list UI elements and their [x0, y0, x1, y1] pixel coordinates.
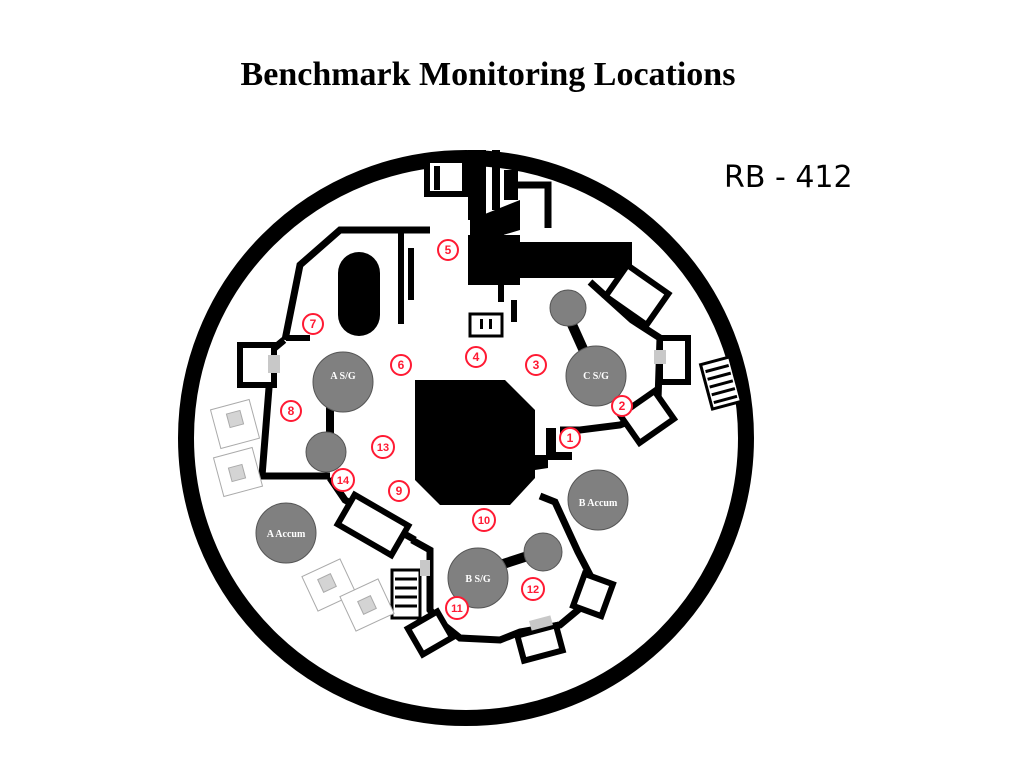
tanks	[255, 289, 629, 609]
svg-text:4: 4	[473, 350, 480, 364]
svg-text:8: 8	[288, 404, 295, 418]
svg-text:1: 1	[567, 431, 574, 445]
a-sg-label: A S/G	[330, 371, 356, 382]
a-sg-pump	[305, 431, 347, 473]
c-sg-label: C S/G	[583, 371, 609, 382]
marker-13: 13	[371, 435, 395, 459]
floor-tiles	[209, 398, 395, 632]
marker-1: 1	[559, 427, 581, 449]
c-sg-tank	[565, 345, 627, 407]
cabinet-lower	[390, 568, 422, 620]
a-accum-label: A Accum	[267, 529, 306, 540]
svg-text:12: 12	[527, 584, 539, 596]
c-loop-walls	[546, 260, 691, 460]
marker-2: 2	[611, 395, 633, 417]
marker-8: 8	[280, 400, 302, 422]
b-sg-pump	[523, 532, 563, 572]
a-sg-tank	[312, 351, 374, 413]
svg-text:10: 10	[478, 515, 490, 527]
marker-6: 6	[390, 354, 412, 376]
svg-text:3: 3	[533, 358, 540, 372]
benchmark-markers: 1 2 3 4 5 6 7 8 9 10 11 12 13 14	[280, 239, 633, 620]
svg-text:9: 9	[396, 484, 403, 498]
instrument-box	[468, 312, 504, 338]
drawing-id: RB - 412	[724, 160, 853, 195]
b-sg-tank	[447, 547, 509, 609]
marker-4: 4	[465, 346, 487, 368]
left-walls	[237, 226, 430, 480]
b-accum-tank	[567, 469, 629, 531]
svg-text:14: 14	[337, 475, 350, 487]
svg-text:13: 13	[377, 442, 389, 454]
top-structures	[424, 150, 632, 322]
b-sg-label: B S/G	[465, 574, 491, 585]
cabinet-right	[698, 355, 744, 411]
marker-14: 14	[331, 468, 355, 492]
b-accum-label: B Accum	[579, 498, 618, 509]
reactor-core	[415, 380, 548, 505]
c-sg-pump	[549, 289, 587, 327]
svg-text:2: 2	[619, 399, 626, 413]
svg-text:5: 5	[445, 243, 452, 257]
svg-text:7: 7	[310, 317, 317, 331]
marker-3: 3	[525, 354, 547, 376]
marker-10: 10	[472, 508, 496, 532]
marker-5: 5	[437, 239, 459, 261]
marker-11: 11	[445, 596, 469, 620]
marker-7: 7	[302, 313, 324, 335]
a-accum-tank	[255, 502, 317, 564]
svg-text:6: 6	[398, 358, 405, 372]
page-title: Benchmark Monitoring Locations	[240, 56, 736, 93]
marker-12: 12	[521, 577, 545, 601]
marker-9: 9	[388, 480, 410, 502]
svg-text:11: 11	[451, 603, 463, 615]
